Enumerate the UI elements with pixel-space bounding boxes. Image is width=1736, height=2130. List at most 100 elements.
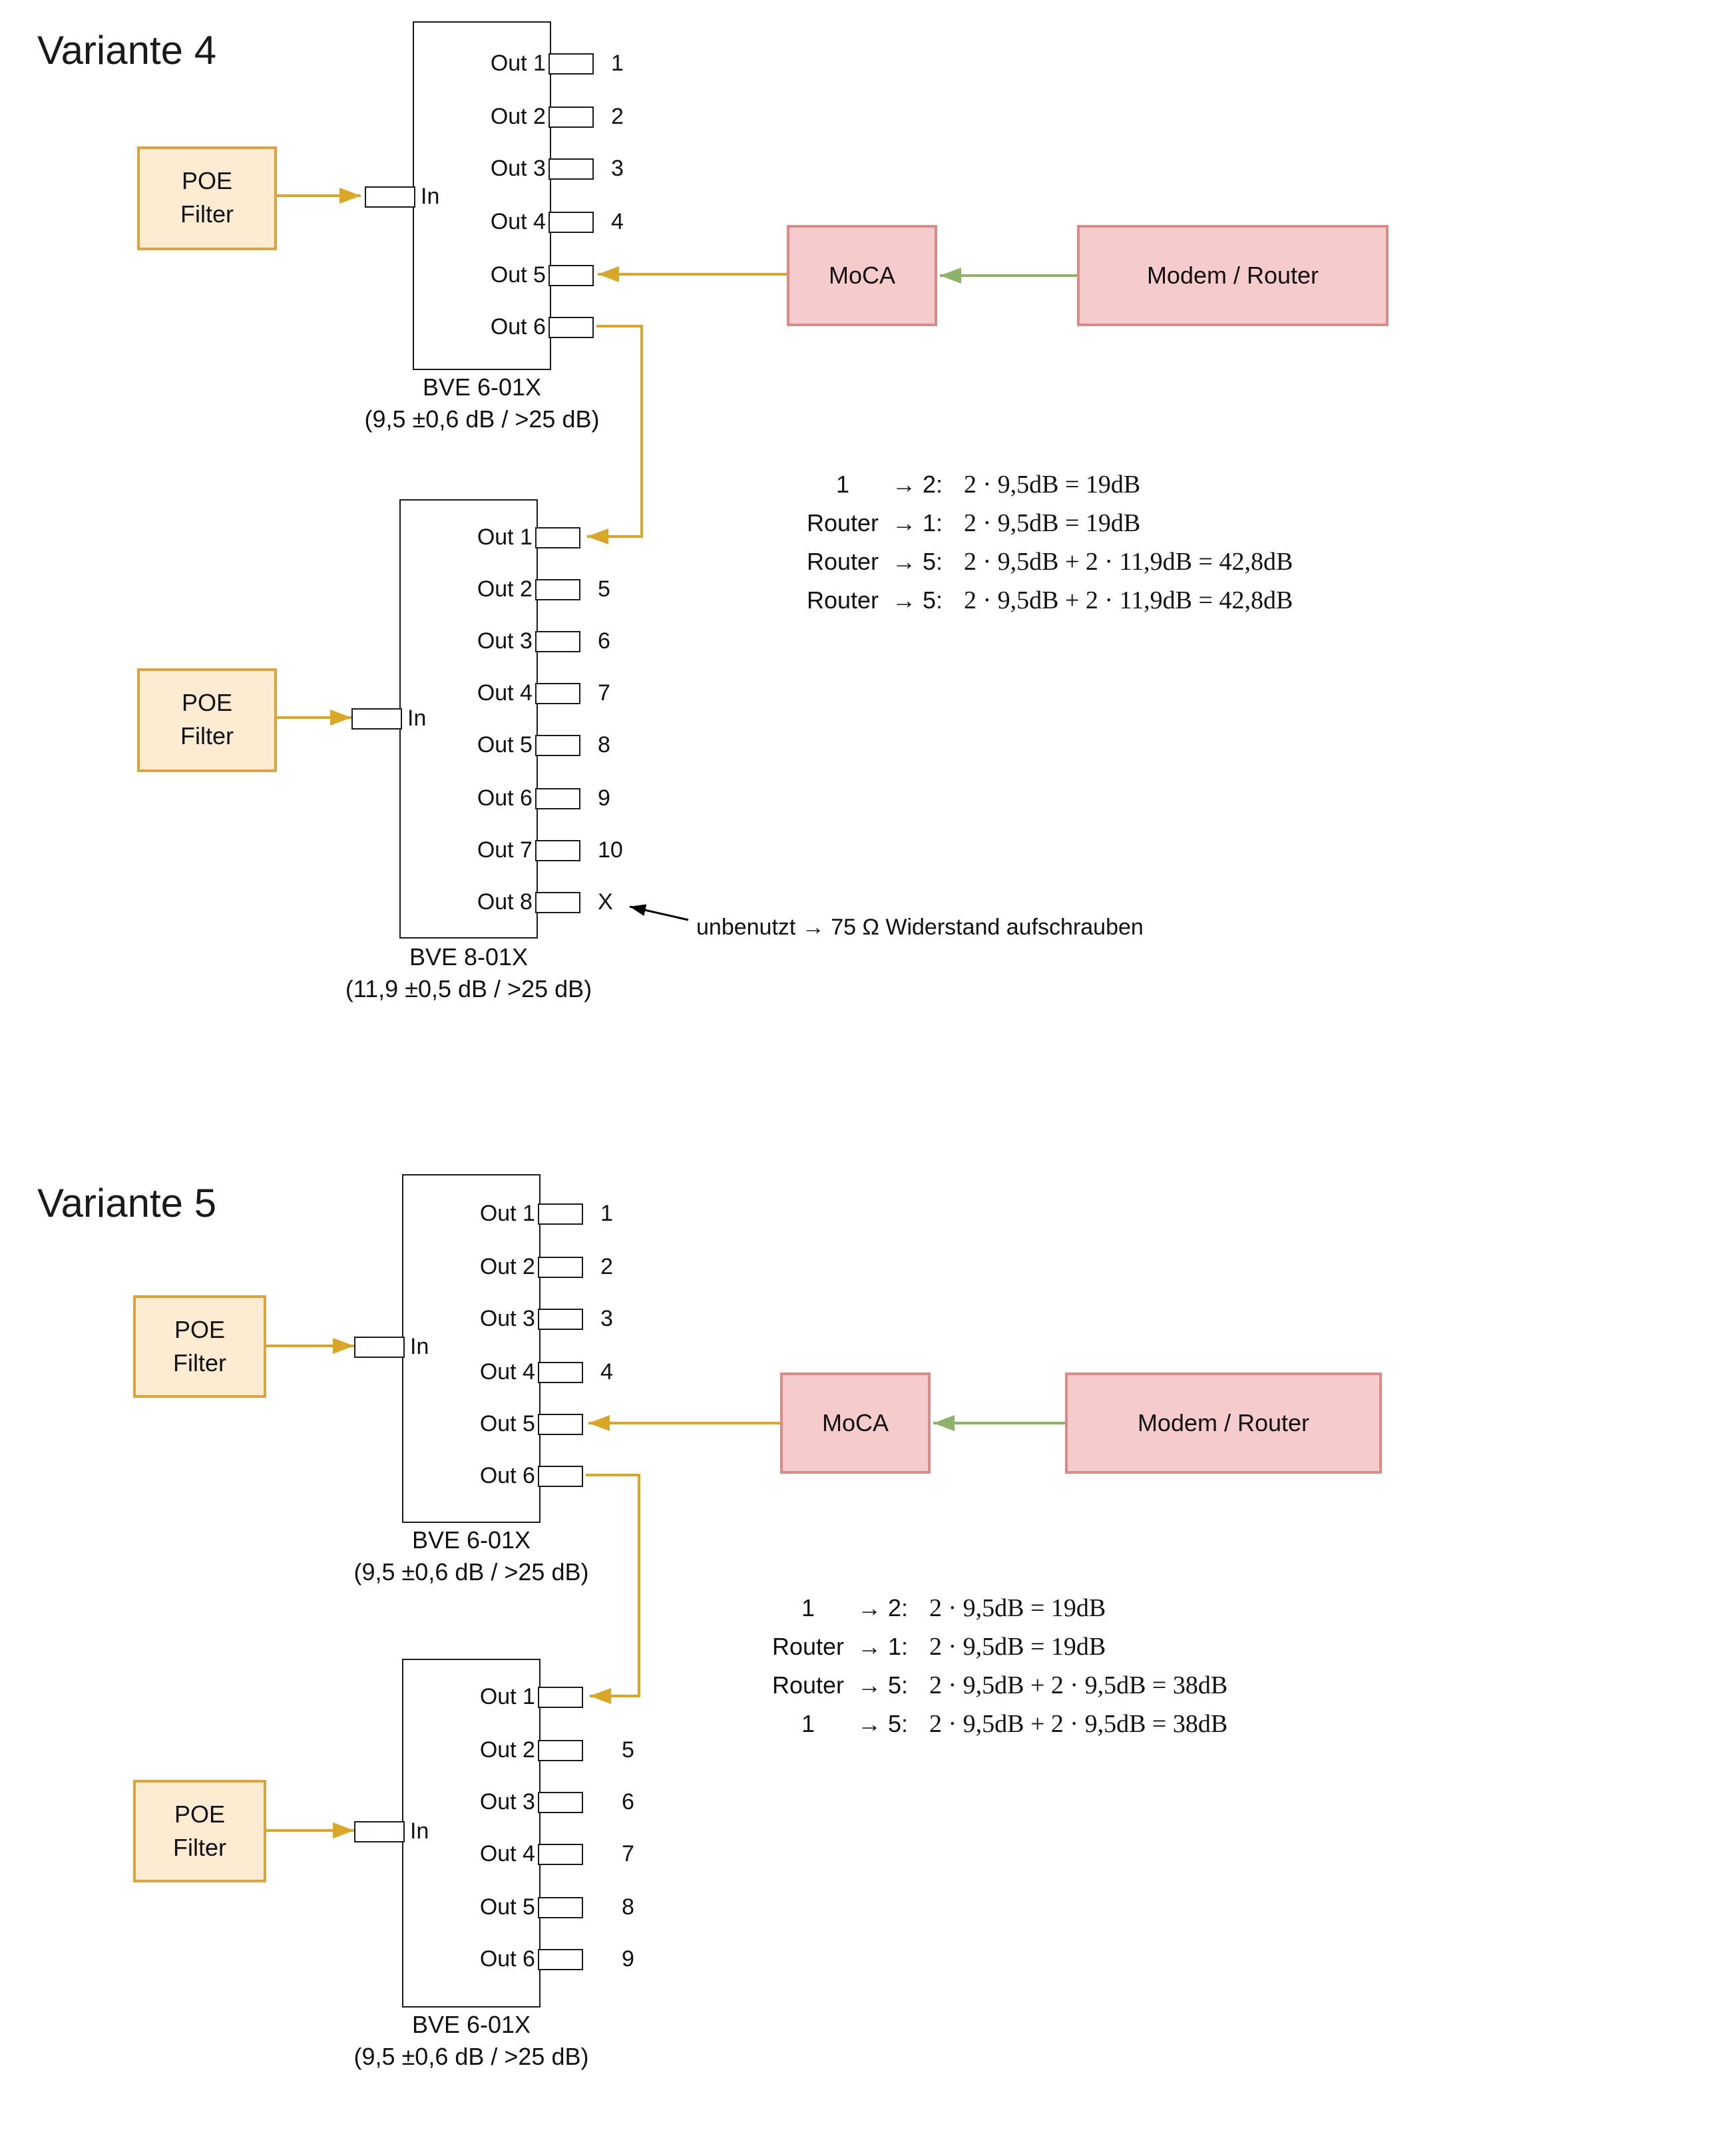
- calculation-row: Router → 5: 2 · 9,5dB + 2 · 11,9dB = 42,…: [793, 587, 1293, 626]
- splitter-spec: (9,5 ±0,6 dB / >25 dB): [364, 406, 600, 433]
- calc-target: → 1:: [892, 510, 943, 536]
- variant4-title: Variante 4: [37, 29, 217, 73]
- poe-label-line2: Filter: [173, 1349, 226, 1376]
- port-number: 6: [598, 628, 610, 654]
- output-row: Out 1: [401, 525, 580, 550]
- calc-source: 1: [801, 1711, 815, 1737]
- output-port: [538, 1687, 583, 1708]
- output-label: Out 2: [490, 104, 546, 129]
- modem-router-box-2: Modem / Router: [1065, 1373, 1382, 1474]
- output-row: Out 3 6: [401, 628, 610, 654]
- calc-formula: 2 · 9,5dB + 2 · 11,9dB = 42,8dB: [964, 548, 1293, 576]
- output-port: [538, 1362, 583, 1383]
- port-number: 5: [598, 576, 610, 602]
- modem-router-label: Modem / Router: [1146, 262, 1319, 288]
- calculation-row: Router → 5: 2 · 9,5dB + 2 · 11,9dB = 42,…: [793, 548, 1293, 587]
- output-label: Out 5: [479, 1894, 535, 1920]
- output-row: Out 3 3: [403, 1307, 613, 1331]
- port-number: 1: [600, 1201, 613, 1226]
- output-port: [535, 631, 580, 652]
- port-number: 7: [622, 1841, 634, 1866]
- calc-source: 1: [835, 471, 849, 498]
- splitter-model: BVE 6-01X: [411, 1527, 531, 1554]
- calc-target: → 2:: [892, 471, 943, 498]
- calculation-row: Router → 5: 2 · 9,5dB + 2 · 9,5dB = 38dB: [759, 1672, 1227, 1711]
- output-row: Out 3 3: [414, 156, 624, 181]
- calc-target: → 1:: [857, 1633, 909, 1660]
- calculation-row: Router → 1: 2 · 9,5dB = 19dB: [759, 1633, 1227, 1672]
- calculation-row: 1 → 2: 2 · 9,5dB = 19dB: [793, 471, 1293, 510]
- output-row: Out 3 6: [403, 1790, 634, 1814]
- output-row: Out 8 X: [401, 890, 613, 915]
- splitter-v4-bottom: In Out 1 Out 2 5 Out 3 6 Out 4 7 Out 5 8…: [351, 499, 623, 939]
- output-port: [538, 1257, 583, 1278]
- in-port: [351, 708, 402, 730]
- calc-formula: 2 · 9,5dB = 19dB: [929, 1595, 1106, 1623]
- in-port: [354, 1337, 405, 1358]
- port-number: 3: [600, 1306, 613, 1331]
- output-row: Out 1 1: [403, 1201, 613, 1226]
- in-label: In: [407, 706, 427, 731]
- output-label: Out 4: [477, 680, 533, 706]
- in-label: In: [421, 184, 440, 209]
- output-port: [538, 1414, 583, 1435]
- calc-formula: 2 · 9,5dB + 2 · 9,5dB = 38dB: [929, 1672, 1228, 1700]
- output-port: [538, 1203, 583, 1225]
- calc-target: → 5:: [892, 548, 943, 575]
- calc-formula: 2 · 9,5dB = 19dB: [964, 510, 1141, 538]
- output-port: [538, 1844, 583, 1865]
- output-port: [548, 317, 594, 338]
- output-label: Out 2: [477, 576, 533, 602]
- poe-filter-box-2: POE Filter: [137, 668, 277, 772]
- output-row: Out 1: [403, 1685, 583, 1709]
- port-number: 1: [611, 51, 624, 76]
- poe-label-line1: POE: [181, 690, 232, 716]
- output-label: Out 3: [477, 628, 533, 654]
- calc-target: → 5:: [892, 587, 943, 614]
- output-label: Out 4: [479, 1359, 535, 1384]
- port-number: X: [598, 889, 613, 915]
- calc-target: → 5:: [857, 1711, 909, 1737]
- output-row: Out 4 4: [414, 210, 624, 234]
- output-row: Out 4 7: [401, 680, 610, 706]
- port-number: 9: [622, 1946, 634, 1972]
- output-row: Out 6 9: [401, 785, 610, 811]
- output-row: Out 2 2: [414, 104, 624, 129]
- output-port: [538, 1949, 583, 1970]
- output-label: Out 5: [490, 262, 546, 288]
- output-row: Out 1 1: [414, 51, 624, 76]
- output-port: [535, 735, 580, 756]
- arrow-note-to-port-x: [629, 904, 689, 921]
- poe-label-line2: Filter: [180, 201, 234, 228]
- output-row: Out 2 2: [403, 1255, 613, 1279]
- in-port: [354, 1821, 405, 1842]
- output-port: [538, 1466, 583, 1487]
- output-port: [535, 840, 580, 861]
- output-row: Out 5 8: [401, 733, 610, 757]
- calculation-row: Router → 1: 2 · 9,5dB = 19dB: [793, 510, 1293, 548]
- output-row: Out 5 8: [403, 1894, 634, 1920]
- calculations-v5: 1 → 2: 2 · 9,5dB = 19dB Router → 1: 2 · …: [759, 1595, 1227, 1749]
- in-label: In: [410, 1818, 429, 1844]
- calc-source: Router: [806, 548, 879, 575]
- output-label: Out 1: [490, 51, 546, 76]
- output-port: [548, 265, 594, 286]
- port-number: 10: [598, 837, 623, 863]
- output-label: Out 1: [479, 1201, 535, 1226]
- output-label: Out 6: [477, 785, 533, 811]
- output-port: [535, 579, 580, 600]
- moca-box-1: MoCA: [787, 225, 937, 326]
- output-label: Out 5: [479, 1411, 535, 1436]
- port-number: 7: [598, 680, 610, 706]
- output-row: Out 4 7: [403, 1842, 634, 1866]
- splitter-v5-bottom: In Out 1 Out 2 5 Out 3 6 Out 4 7 Out 5 8…: [354, 1659, 634, 2008]
- output-label: Out 1: [477, 525, 533, 550]
- output-port: [535, 527, 580, 548]
- port-number: 4: [600, 1359, 613, 1384]
- output-row: Out 5: [414, 262, 594, 288]
- splitter-spec: (9,5 ±0,6 dB / >25 dB): [353, 2043, 589, 2070]
- port-number: 3: [611, 156, 624, 181]
- port-number: 8: [622, 1894, 634, 1920]
- calculation-row: 1 → 5: 2 · 9,5dB + 2 · 9,5dB = 38dB: [759, 1711, 1227, 1749]
- calc-target: → 5:: [857, 1672, 909, 1699]
